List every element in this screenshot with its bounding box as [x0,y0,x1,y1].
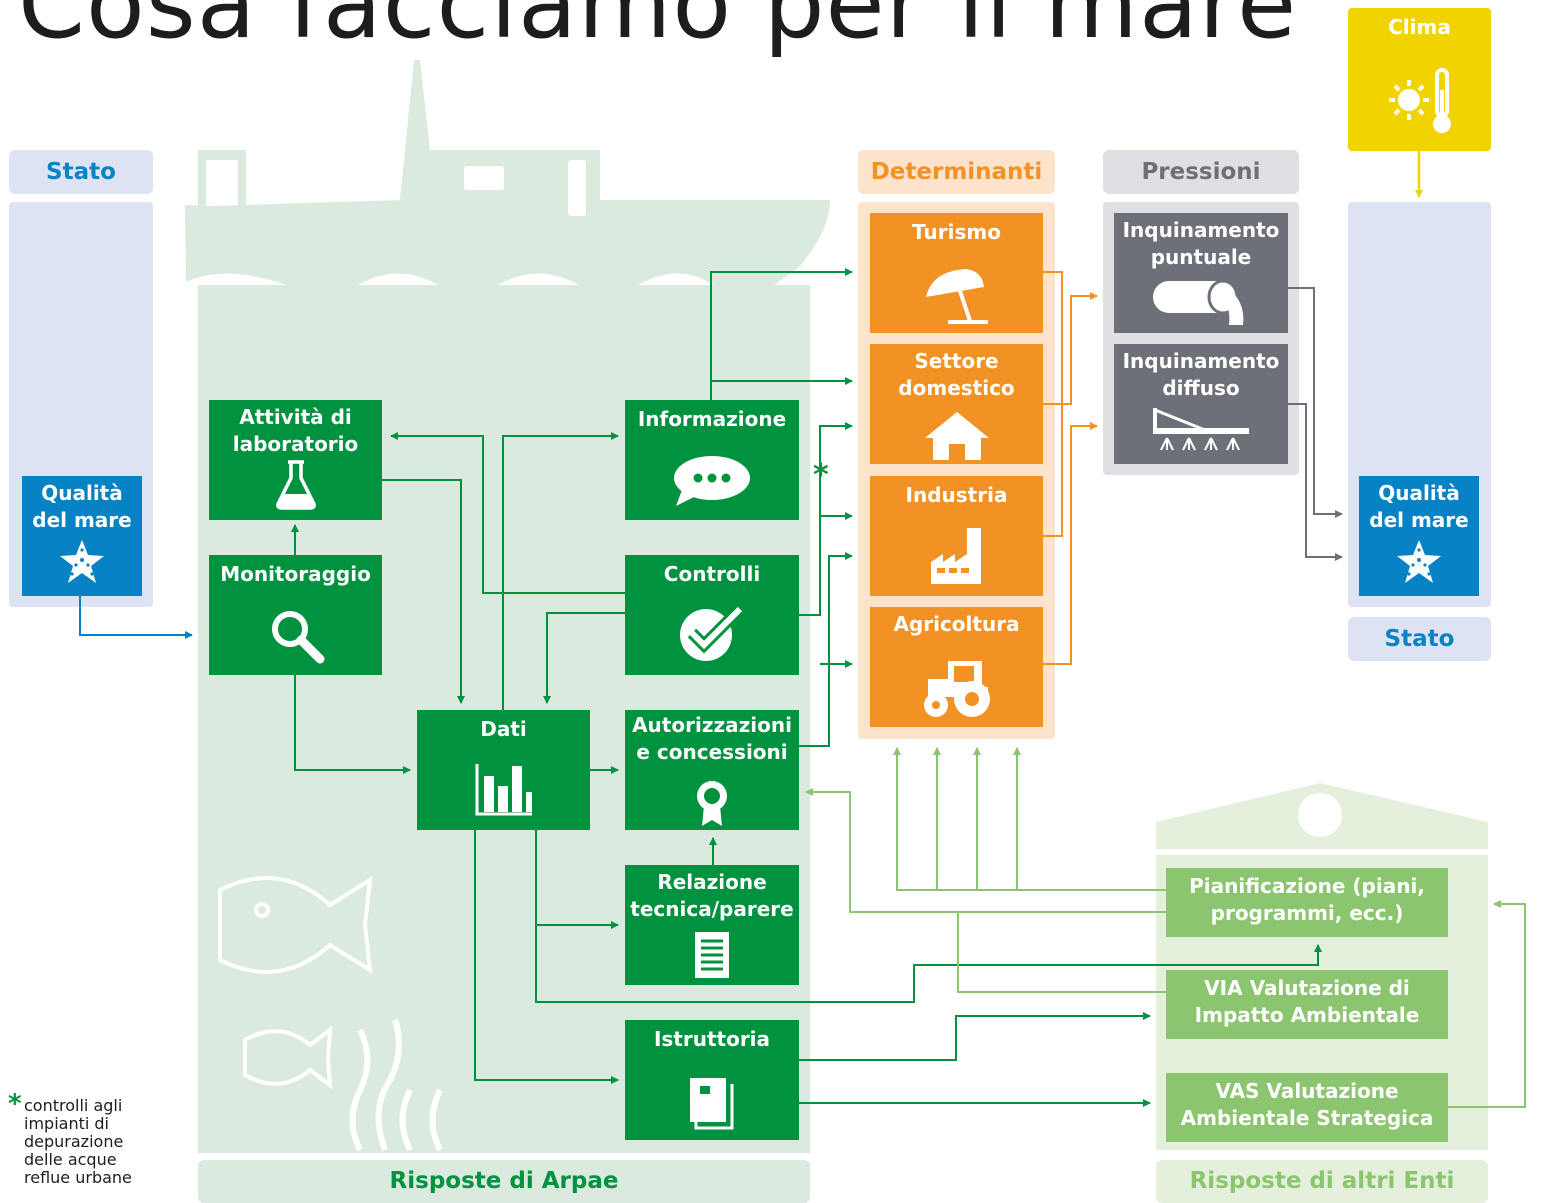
vas-label: VAS Valutazione Ambientale Strategica [1180,1079,1434,1130]
left-stato-header: Stato [9,150,153,194]
bar-chart-icon [417,762,590,818]
inquinamento-puntuale-box: Inquinamento puntuale [1114,213,1288,333]
altri-enti-footer: Risposte di altri Enti [1156,1160,1488,1203]
pianificazione-label: Pianificazione (piani, programmi, ecc.) [1189,874,1425,925]
controlli-box: Controlli [625,555,799,675]
inquinamento-diffuso-box: Inquinamento diffuso [1114,344,1288,464]
footnote: * controlli agli impianti di depurazione… [8,1091,164,1187]
attivita-label: Attività di laboratorio [232,405,359,456]
determinanti-header: Determinanti [858,150,1055,194]
istruttoria-label: Istruttoria [653,1027,771,1051]
relazione-box: Relazione tecnica/parere [625,865,799,985]
house-icon [870,410,1043,460]
clima-box: Clima [1348,8,1491,151]
arpae-footer: Risposte di Arpae [198,1160,810,1203]
controlli-label: Controlli [663,562,761,586]
pressioni-header: Pressioni [1103,150,1299,194]
agricoltura-box: Agricoltura [870,607,1043,727]
drain-pipe-icon [1114,277,1288,327]
industria-label: Industria [905,483,1008,507]
starfish-icon [1359,538,1479,586]
inquinamento-diffuso-label: Inquinamento diffuso [1122,349,1280,400]
rosette-icon [625,780,799,828]
flask-icon [209,460,382,510]
determinanti-column [858,202,1055,739]
footnote-star: * [8,1089,22,1119]
starfish-icon [22,538,142,586]
attivita-laboratorio-box: Attività di laboratorio [209,400,382,520]
settore-domestico-label: Settore domestico [898,349,1015,400]
pianificazione-box: Pianificazione (piani, programmi, ecc.) [1166,868,1448,937]
right-qualita-box: Qualità del mare [1359,476,1479,596]
agricoltura-label: Agricoltura [893,612,1020,636]
fish-icon [218,876,373,1090]
seaweed-icon [349,1019,443,1152]
right-qualita-label: Qualità del mare [1369,481,1469,532]
turismo-box: Turismo [870,213,1043,333]
controlli-star: * [813,458,829,493]
right-stato-footer: Stato [1348,617,1491,661]
monitoraggio-label: Monitoraggio [220,562,371,586]
autorizzazioni-label: Autorizzazioni e concessioni [632,713,792,764]
factory-icon [870,524,1043,586]
umbrella-icon [870,267,1043,325]
boat-icon [185,60,830,295]
informazione-label: Informazione [637,407,787,431]
sprayer-icon [1114,406,1288,454]
istruttoria-box: Istruttoria [625,1020,799,1140]
dati-box: Dati [417,710,590,830]
magnifier-icon [209,605,382,665]
monitoraggio-box: Monitoraggio [209,555,382,675]
turismo-label: Turismo [912,220,1001,244]
tractor-icon [870,657,1043,719]
settore-domestico-box: Settore domestico [870,344,1043,464]
left-qualita-box: Qualità del mare [22,476,142,596]
clima-label: Clima [1388,15,1451,39]
via-label: VIA Valutazione di Impatto Ambientale [1194,976,1420,1027]
inquinamento-puntuale-label: Inquinamento puntuale [1122,218,1280,269]
dati-label: Dati [480,717,527,741]
sun-thermometer-icon [1348,66,1491,138]
informazione-box: Informazione [625,400,799,520]
footnote-text: controlli agli impianti di depurazione d… [24,1096,132,1187]
checkmark-icon [625,603,799,663]
page-title: Cosa facciamo per il mare [18,0,1298,60]
via-box: VIA Valutazione di Impatto Ambientale [1166,970,1448,1039]
folder-icon [625,1076,799,1130]
autorizzazioni-box: Autorizzazioni e concessioni [625,710,799,830]
document-icon [625,931,799,979]
left-qualita-label: Qualità del mare [32,481,132,532]
vas-box: VAS Valutazione Ambientale Strategica [1166,1073,1448,1142]
speech-bubble-icon [625,454,799,508]
relazione-label: Relazione tecnica/parere [630,870,794,921]
industria-box: Industria [870,476,1043,596]
